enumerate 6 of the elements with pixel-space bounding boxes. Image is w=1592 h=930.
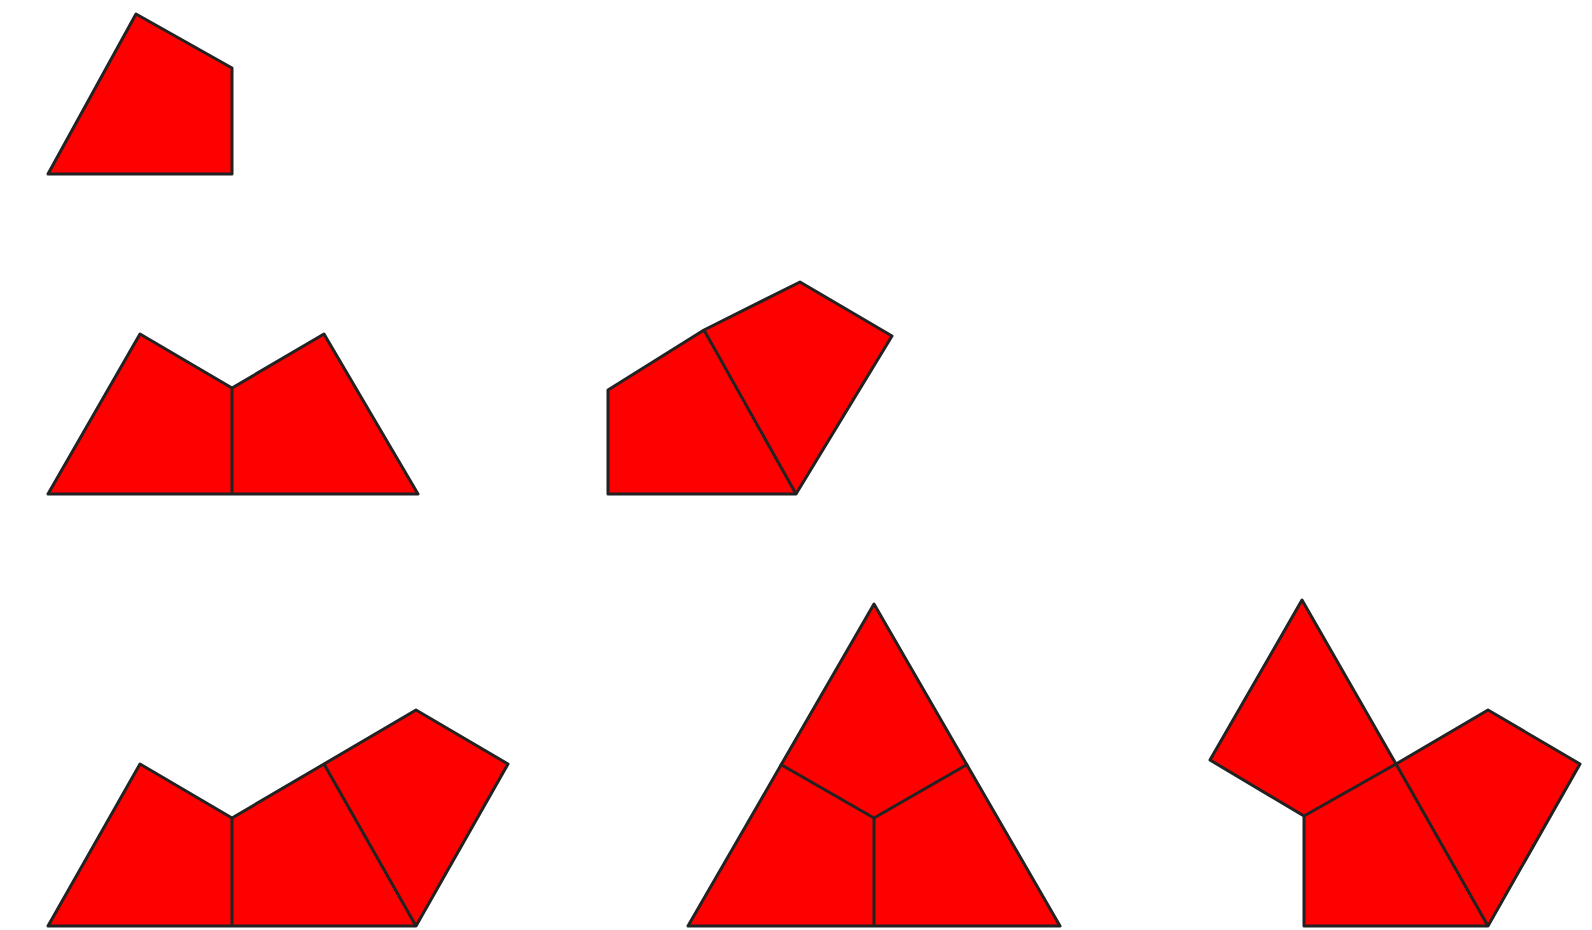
kite-tiling-drawing <box>1210 600 1580 926</box>
kite-shape <box>48 14 232 174</box>
kite-tiling-drawing <box>688 604 1060 926</box>
kite-tiling-drawing <box>48 710 508 926</box>
kite-tiling-drawing <box>48 334 418 494</box>
kite-tiling-drawing <box>608 282 892 494</box>
